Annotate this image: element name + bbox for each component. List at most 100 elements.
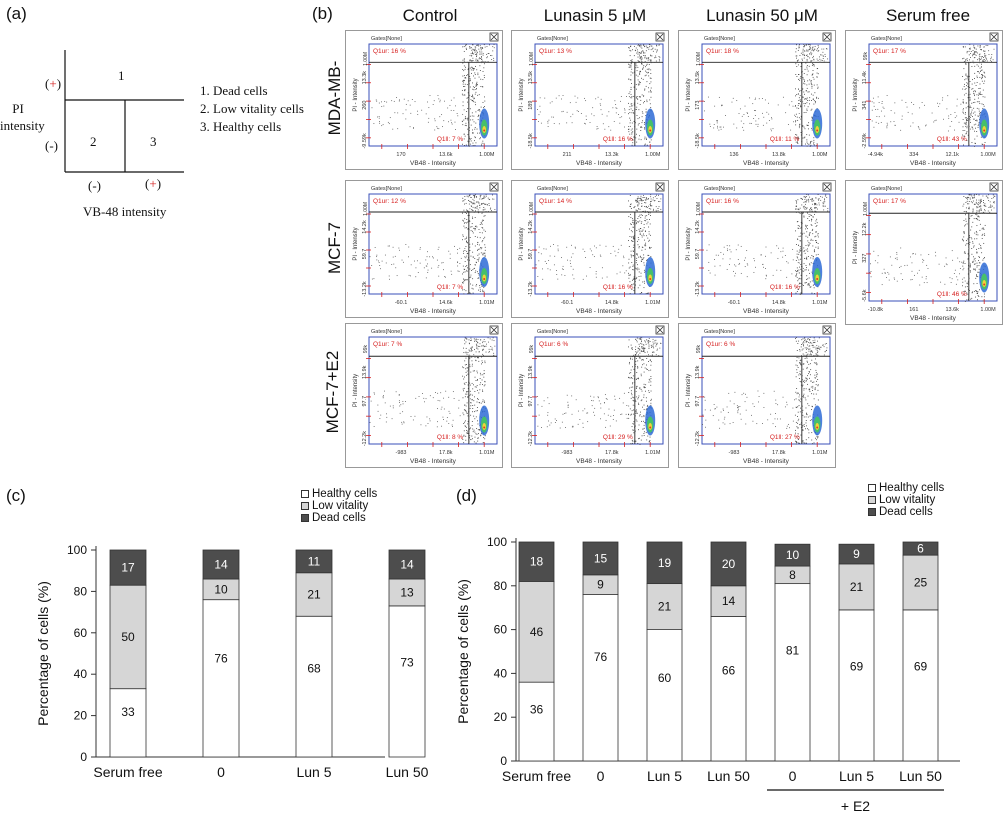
gates-header: Gates[None] — [371, 329, 402, 335]
y-tick-label: 0 — [80, 750, 87, 764]
plot-area — [868, 43, 998, 147]
plot-area — [701, 43, 831, 147]
row-header-mcf7: MCF-7 — [325, 222, 344, 274]
quadrant-label-2: 2 — [90, 134, 97, 149]
gate-label-ur: Q1ur: 18 % — [706, 48, 739, 55]
x-tick-label: -10.8k — [868, 307, 884, 313]
plot-area — [701, 193, 831, 295]
panel-c-tag: (c) — [6, 486, 26, 505]
bar-segment-healthy — [295, 615, 333, 758]
x-tick-label: 13.6k — [945, 307, 959, 313]
close-x-icon — [990, 33, 998, 41]
flow-plot-mcf7-lun50: Gates[None]Q1ur: 16 %Q1ll: 16 %1.00M14.2… — [678, 180, 836, 318]
density-red — [483, 426, 486, 429]
gates-header: Gates[None] — [871, 186, 902, 192]
data-label: 10 — [786, 548, 800, 562]
x-tick-label: 13.3k — [605, 152, 619, 158]
scatter-points — [706, 194, 829, 295]
y-tick-label: 97.7 — [528, 396, 534, 407]
gate-label-ll: Q1ll: 27 % — [770, 434, 800, 441]
bar-segment-dead — [710, 541, 747, 587]
x-tick-label: 13.6k — [439, 152, 453, 158]
y-tick-label: -5.6k — [862, 289, 868, 301]
panel-b-tag: (b) — [312, 4, 333, 23]
gates-header: Gates[None] — [704, 36, 735, 42]
gate-label-ur: Q1ur: 14 % — [539, 198, 572, 205]
x-axis-label: VB48 - Intensity — [410, 458, 457, 465]
y-tick-label: 59.7 — [362, 249, 368, 260]
bar-segment-healthy — [109, 688, 147, 758]
swatch-healthy — [868, 484, 876, 492]
y-axis-label: PI - Intensity — [853, 231, 859, 264]
y-tick-label: 40 — [74, 667, 88, 681]
y-minus-marker: (-) — [45, 138, 58, 153]
y-tick-label: 97.7 — [695, 396, 701, 407]
data-label: 10 — [214, 582, 228, 596]
x-tick-label: 170 — [396, 152, 405, 158]
gates-header: Gates[None] — [537, 36, 568, 42]
swatch-dead — [868, 508, 876, 516]
panel-d-tag: (d) — [456, 486, 477, 505]
bar-segment-healthy — [774, 583, 811, 762]
x-tick-label: -60.1 — [728, 300, 741, 306]
density-red — [483, 278, 486, 280]
quadrant-label-1: 1 — [118, 68, 125, 83]
data-label: 69 — [850, 659, 864, 673]
y-top-tick: 1.00M — [863, 202, 869, 216]
y-tick-label: 260 — [362, 101, 368, 110]
bar-segment-healthy — [646, 629, 683, 762]
scatter-points — [371, 44, 495, 147]
close-x-icon — [823, 183, 831, 191]
data-label: 20 — [722, 557, 736, 571]
legend-d-low: Low vitality — [868, 494, 944, 506]
y-top-tick: 99k — [696, 345, 702, 354]
density-yellow — [648, 422, 652, 430]
scatter-points — [703, 44, 829, 147]
gate-label-ur: Q1ur: 17 % — [873, 198, 906, 205]
x-axis-label: VB48 - Intensity — [743, 160, 790, 167]
gate-label-ll: Q1ll: 8 % — [437, 434, 464, 441]
close-x-icon — [990, 183, 998, 191]
bar-segment-low — [295, 572, 333, 617]
y-tick-label: 13.9k — [528, 365, 534, 379]
bar-segment-dead — [388, 549, 426, 580]
density-yellow — [482, 422, 486, 430]
panel-a-legend: 1. Dead cells 2. Low vitality cells 3. H… — [200, 82, 304, 136]
gate-label-ur: Q1ur: 13 % — [539, 48, 572, 55]
x-tick-label: 17.8k — [772, 450, 786, 456]
gate-label-ur: Q1ur: 7 % — [373, 341, 402, 348]
x-tick-label: -4.94k — [868, 152, 884, 158]
x-axis-label: VB48 - Intensity — [743, 308, 790, 315]
x-axis-label: VB48 - Intensity — [576, 458, 623, 465]
bar-segment-healthy — [710, 616, 747, 762]
flow-plot-mda-control: Gates[None]Q1ur: 16 %Q1ll: 7 %1.00M13.3k… — [345, 30, 503, 170]
density-yellow — [982, 279, 986, 287]
x-axis-label: VB48 - Intensity — [576, 308, 623, 315]
gates-header: Gates[None] — [871, 36, 902, 42]
row-header-mda: MDA-MB- — [325, 60, 344, 136]
panel-a-tag: (a) — [6, 4, 27, 23]
x-tick-label: -983 — [395, 450, 406, 456]
gate-label-ll: Q1ll: 16 % — [603, 136, 633, 143]
y-tick-label: 13.9k — [362, 365, 368, 379]
gate-label-ur: Q1ur: 16 % — [373, 48, 406, 55]
density-yellow — [815, 422, 819, 430]
x-tick-label: 1.01M — [479, 450, 495, 456]
data-label: 73 — [400, 655, 414, 669]
y-axis-label: PI - Intensity — [519, 227, 525, 260]
plot-area — [534, 336, 664, 445]
category-label: Lun 5 — [839, 768, 874, 784]
y-tick-label: 80 — [494, 579, 508, 593]
data-label: 36 — [530, 703, 544, 717]
data-label: 81 — [786, 644, 800, 658]
gates-header: Gates[None] — [371, 186, 402, 192]
y-axis-label: PI - Intensity — [353, 227, 359, 260]
data-label: 69 — [914, 659, 928, 673]
bar-segment-low — [710, 585, 747, 617]
y-axis-label: PI - Intensity — [686, 227, 692, 260]
y-tick-label: 13.5k — [528, 71, 534, 85]
x-tick-label: 13.8k — [772, 152, 786, 158]
x-tick-label: 1.00M — [479, 152, 495, 158]
plot-area — [868, 193, 998, 302]
